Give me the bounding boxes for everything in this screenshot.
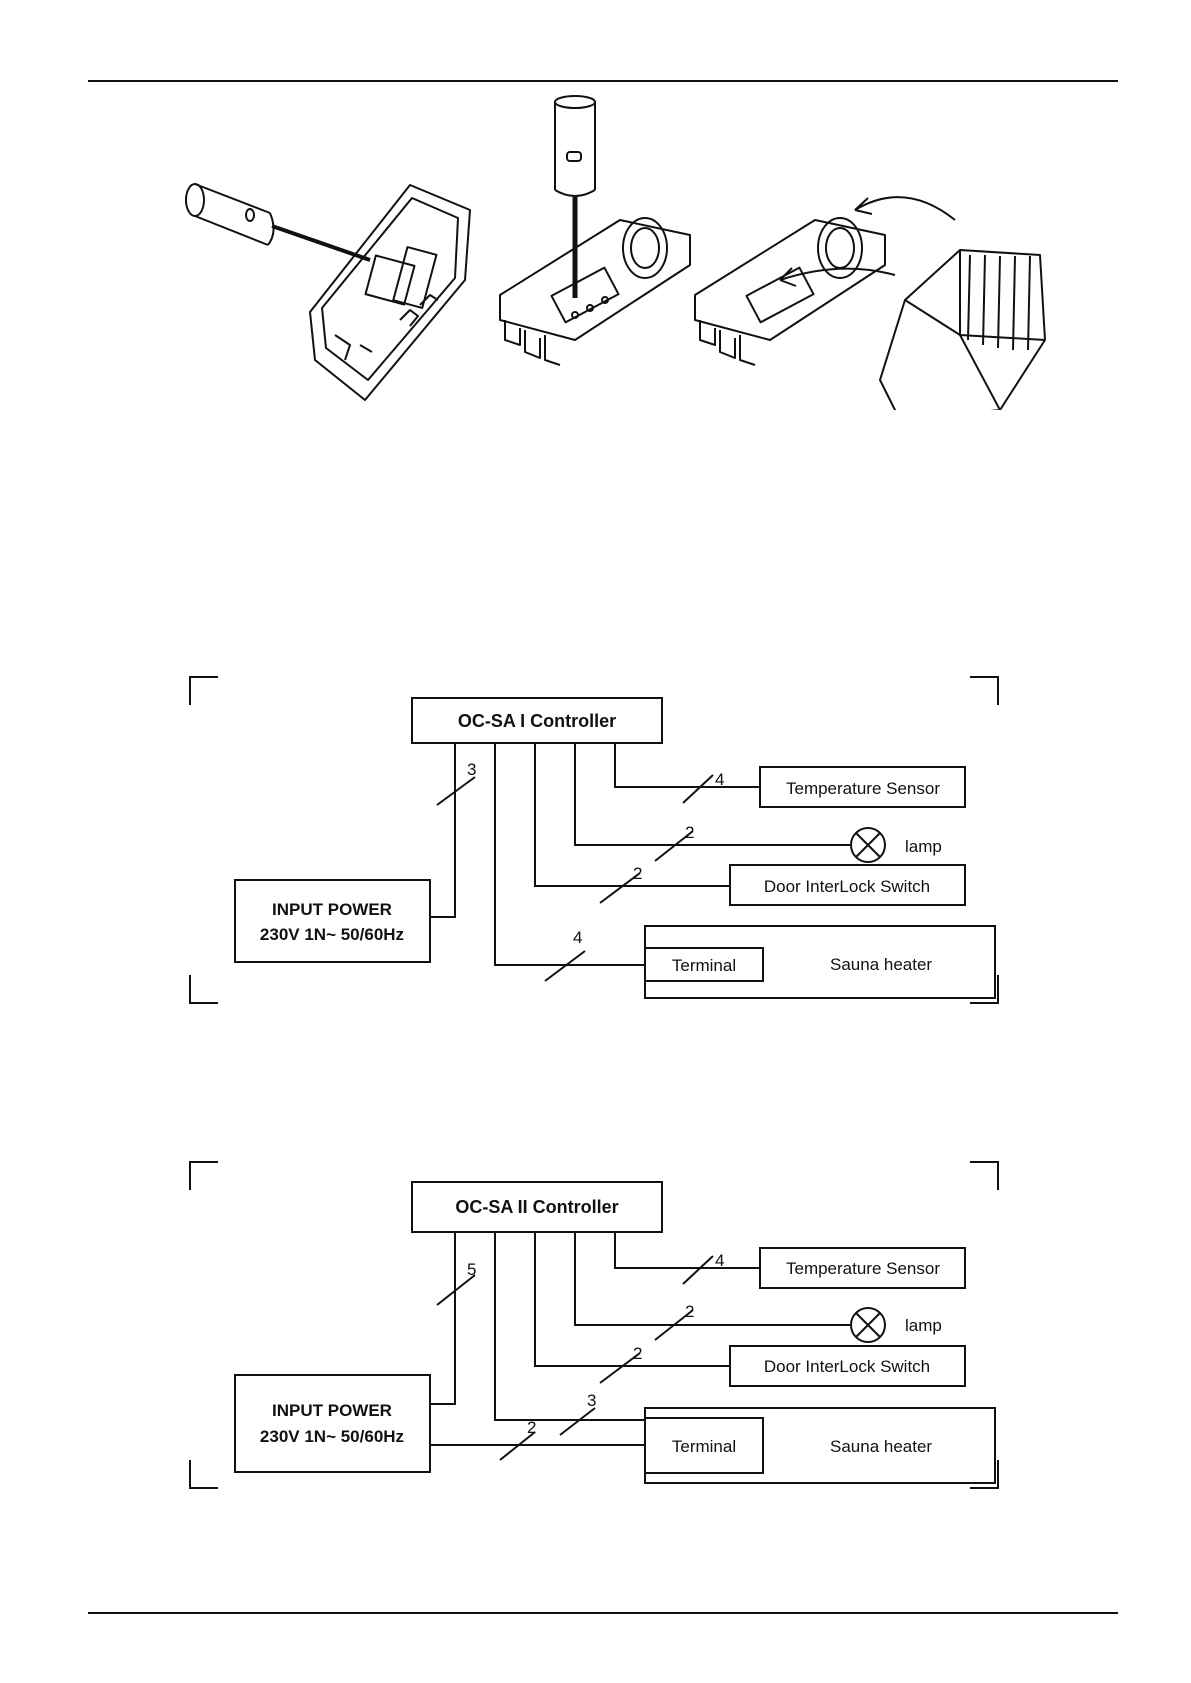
controller-label: OC-SA I Controller [458,711,616,731]
door-switch-label: Door InterLock Switch [764,877,930,896]
lamp-label: lamp [905,837,942,856]
corner-bracket [190,1460,218,1488]
input-power-box [235,1375,430,1472]
temperature-sensor-label: Temperature Sensor [786,1259,940,1278]
cover-icon [310,185,470,400]
wiring-diagram-1: OC-SA I Controller Temperature Sensor la… [185,665,1015,1035]
corner-bracket [190,975,218,1003]
terminal-label: Terminal [672,1437,736,1456]
door-switch-label: Door InterLock Switch [764,1357,930,1376]
controller-label: OC-SA II Controller [455,1197,618,1217]
sensor-wire-count: 4 [715,1251,724,1270]
heater-label: Sauna heater [830,955,932,974]
sensor-wire-count: 4 [715,770,724,789]
input-power-label: INPUT POWER [272,1401,392,1420]
terminal-board-icon [500,96,690,365]
door-wire-count: 2 [633,1344,642,1363]
input-power-box [235,880,430,962]
lamp-icon [851,828,885,862]
corner-bracket [190,677,218,705]
power-wire [430,1232,455,1404]
header-rule [88,80,1118,82]
lamp-label: lamp [905,1316,942,1335]
installation-illustrations [0,90,1191,410]
lamp-wire-count: 2 [685,823,694,842]
sensor-wire [615,743,760,787]
heater-label: Sauna heater [830,1437,932,1456]
heater-wire-count: 4 [573,928,582,947]
heater-wire [495,743,645,965]
screwdriver-icon [186,184,370,260]
door-wire-count: 2 [633,864,642,883]
temperature-sensor-label: Temperature Sensor [786,779,940,798]
input-power-rating: 230V 1N~ 50/60Hz [260,1427,404,1446]
wiring-diagram-2: OC-SA II Controller Temperature Sensor l… [185,1150,1015,1520]
corner-bracket [970,677,998,705]
footer-rule [88,1612,1118,1614]
input-power-rating: 230V 1N~ 50/60Hz [260,925,404,944]
corner-bracket [190,1162,218,1190]
input-power-label: INPUT POWER [272,900,392,919]
lamp-icon [851,1308,885,1342]
power-wire [430,743,455,917]
heater-wire-count: 3 [587,1391,596,1410]
corner-bracket [970,1162,998,1190]
power-wire-count: 3 [467,760,476,779]
sensor-wire [615,1232,760,1268]
terminal-label: Terminal [672,956,736,975]
cover-arrow-icon [695,197,1045,410]
power-wire-count: 5 [467,1260,476,1279]
lamp-wire [575,1232,850,1325]
lamp-wire-count: 2 [685,1302,694,1321]
heater-power-wire-count: 2 [527,1418,536,1437]
